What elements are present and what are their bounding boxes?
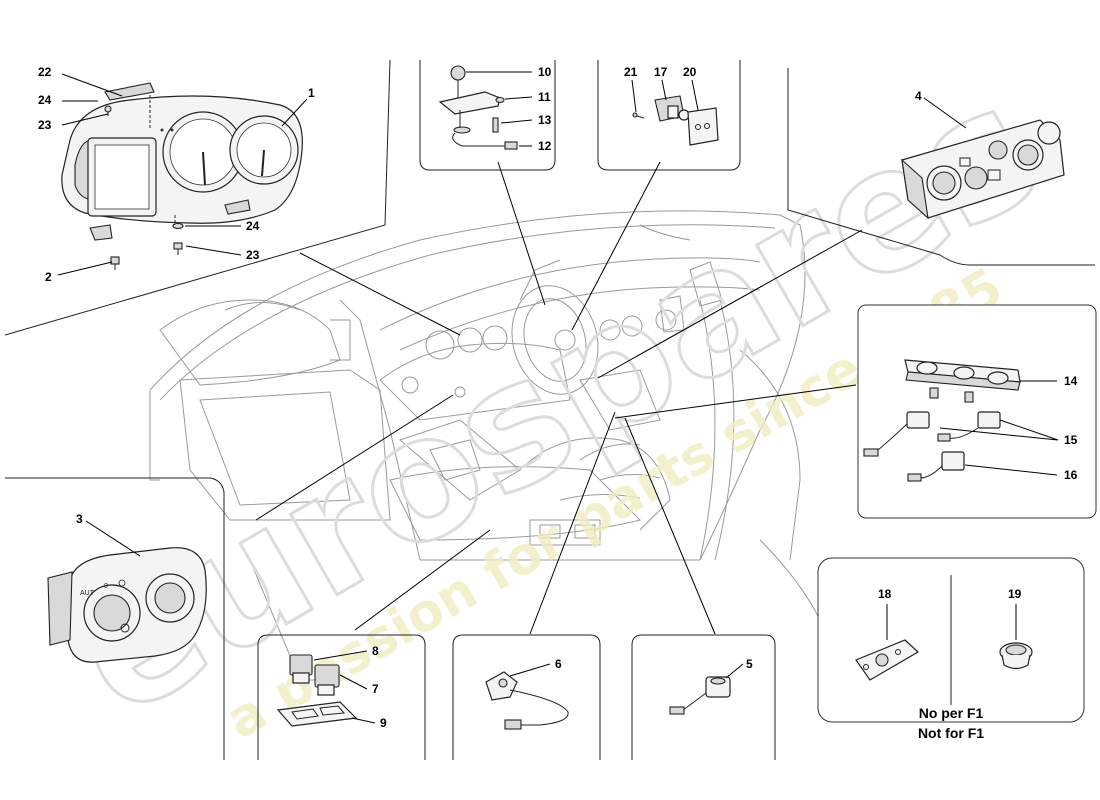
section-frames [4, 59, 1097, 760]
callout-4: 4 [915, 89, 922, 103]
callout-17: 17 [654, 65, 668, 79]
callout-7: 7 [372, 682, 379, 696]
switch-zero-text: 0 [104, 583, 108, 590]
switch-16[interactable] [907, 451, 965, 482]
callout-2: 2 [45, 270, 52, 284]
frame-9[interactable] [276, 701, 358, 727]
climate-control-panel[interactable] [901, 119, 1065, 220]
switch-7[interactable] [314, 664, 340, 696]
callout-11: 11 [538, 90, 551, 104]
callout-8: 8 [372, 644, 379, 658]
callout-labels: 22 24 23 1 24 23 2 10 11 13 12 21 17 20 … [38, 65, 1078, 730]
f1-note: No per F1 Not for F1 [918, 705, 984, 741]
note-line-english: Not for F1 [918, 725, 984, 741]
light-switch-panel[interactable]: AUT 0 [47, 547, 207, 663]
callout-23-bottom: 23 [246, 248, 260, 262]
screw-2[interactable] [110, 256, 120, 270]
callout-9: 9 [380, 716, 387, 730]
screw-23-top[interactable] [104, 105, 112, 116]
washer-24-bottom[interactable] [172, 222, 184, 230]
callout-19: 19 [1008, 587, 1022, 601]
callout-22: 22 [38, 65, 52, 79]
sensor-6[interactable] [485, 671, 569, 730]
callout-24-bottom: 24 [246, 219, 260, 233]
car-interior-drawing [149, 210, 821, 681]
callout-20: 20 [683, 65, 697, 79]
callout-14: 14 [1064, 374, 1078, 388]
callout-24-top: 24 [38, 93, 52, 107]
switch-aut-text: AUT [80, 590, 95, 597]
callout-5: 5 [746, 657, 753, 671]
callout-10: 10 [538, 65, 552, 79]
callout-6: 6 [555, 657, 562, 671]
plate-20[interactable] [687, 107, 719, 146]
bracket-22[interactable] [104, 82, 155, 101]
switch-5[interactable] [669, 676, 731, 715]
note-line-italian: No per F1 [919, 705, 984, 721]
callout-1: 1 [308, 86, 315, 100]
callout-21: 21 [624, 65, 638, 79]
button-19[interactable] [999, 642, 1033, 670]
overview-leaders [255, 161, 863, 635]
switch-17[interactable] [654, 95, 690, 122]
switch-15-left[interactable] [863, 411, 930, 457]
switch-8[interactable] [289, 654, 313, 684]
screw-23-bottom[interactable] [173, 242, 183, 255]
callout-3: 3 [76, 512, 83, 526]
light-icon [118, 579, 126, 587]
callout-15: 15 [1064, 433, 1078, 447]
callout-12: 12 [538, 139, 552, 153]
callout-18: 18 [878, 587, 892, 601]
bezel-18[interactable] [855, 639, 920, 681]
instrument-cluster[interactable] [61, 95, 303, 241]
callout-23-top: 23 [38, 118, 52, 132]
callout-13: 13 [538, 113, 552, 127]
callout-leaders [57, 71, 1059, 724]
callout-16: 16 [1064, 468, 1078, 482]
sensor-bracket-assembly[interactable] [438, 65, 518, 150]
switch-15-right[interactable] [937, 411, 1001, 442]
screw-21[interactable] [632, 112, 645, 119]
switch-bezel-14[interactable] [904, 359, 1021, 403]
